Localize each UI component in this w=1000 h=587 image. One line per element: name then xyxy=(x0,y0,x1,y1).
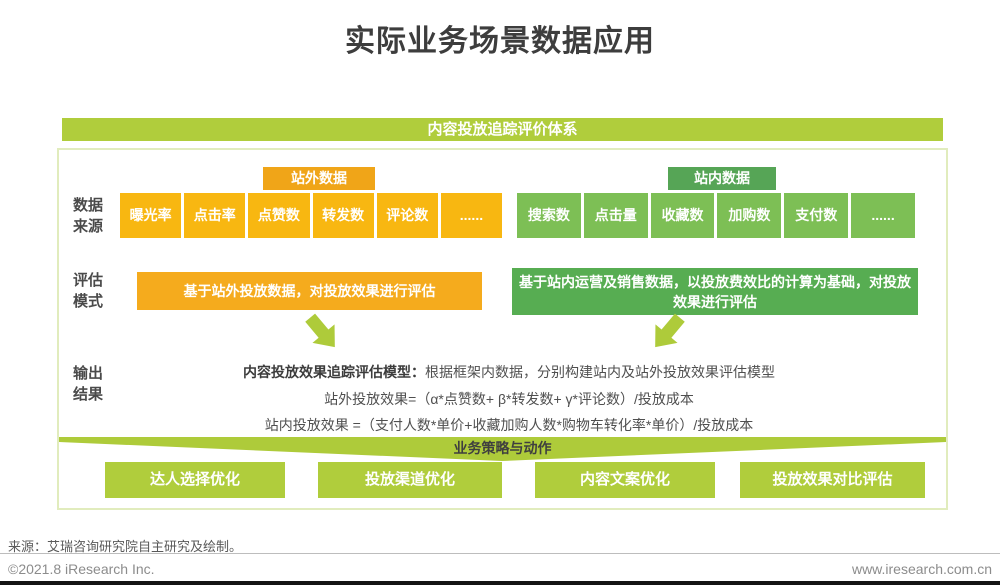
metric-box-cart-adds: 加购数 xyxy=(717,193,782,238)
footer-divider xyxy=(0,553,1000,554)
copyright-text: ©2021.8 iResearch Inc. xyxy=(8,561,155,577)
arrow-down-right-icon xyxy=(305,313,335,348)
metric-box-shares: 转发数 xyxy=(312,193,374,238)
metric-box-exposure: 曝光率 xyxy=(120,193,182,238)
metric-box-searches: 搜索数 xyxy=(517,193,581,238)
metric-box-ctr: 点击率 xyxy=(184,193,246,238)
metric-box-offsite-more: ...... xyxy=(440,193,503,238)
onsite-data-tag: 站内数据 xyxy=(668,167,776,190)
metric-box-onsite-more: ...... xyxy=(851,193,915,238)
row-label-output: 输出结果 xyxy=(73,365,104,403)
action-copy-optimization: 内容文案优化 xyxy=(535,462,715,498)
metric-box-favorites: 收藏数 xyxy=(650,193,715,238)
metric-box-clicks: 点击量 xyxy=(583,193,648,238)
source-note: 来源：艾瑞咨询研究院自主研究及绘制。 xyxy=(8,539,243,554)
offsite-evaluation-box: 基于站外投放数据，对投放效果进行评估 xyxy=(137,272,482,310)
offsite-metrics-row: 曝光率 点击率 点赞数 转发数 评论数 ...... xyxy=(120,193,503,238)
offsite-data-tag: 站外数据 xyxy=(263,167,375,190)
onsite-metrics-row: 搜索数 点击量 收藏数 加购数 支付数 ...... xyxy=(517,193,915,238)
framework-header: 内容投放追踪评价体系 xyxy=(62,118,943,141)
output-model-desc: 根据框架内数据，分别构建站内及站外投放效果评估模型 xyxy=(425,364,775,380)
metric-box-comments: 评论数 xyxy=(376,193,438,238)
row-label-data-source: 数据来源 xyxy=(73,197,104,235)
page-title: 实际业务场景数据应用 xyxy=(345,25,655,58)
action-channel-optimization: 投放渠道优化 xyxy=(318,462,502,498)
metric-box-likes: 点赞数 xyxy=(248,193,310,238)
website-url: www.iresearch.com.cn xyxy=(851,561,992,577)
metric-box-payments: 支付数 xyxy=(784,193,849,238)
bottom-bar xyxy=(0,581,1000,585)
banner-ribbon xyxy=(59,437,946,461)
arrow-down-left-icon xyxy=(655,313,685,348)
framework-panel: 内容投放追踪评价体系 数据来源 评估模式 输出结果 站外数据 站内数据 曝光率 … xyxy=(57,118,948,510)
banner-label: 业务策略与动作 xyxy=(453,440,552,456)
output-formula-onsite: 站内投放效果 =（支付人数*单价+收藏加购人数*购物车转化率*单价）/投放成本 xyxy=(264,417,754,433)
output-model-line: 内容投放效果追踪评估模型：根据框架内数据，分别构建站内及站外投放效果评估模型 xyxy=(119,362,899,382)
output-formula-offsite: 站外投放效果=（α*点赞数+ β*转发数+ γ*评论数）/投放成本 xyxy=(324,391,694,407)
action-talent-selection: 达人选择优化 xyxy=(105,462,285,498)
onsite-evaluation-box: 基于站内运营及销售数据，以投放费效比的计算为基础，对投放效果进行评估 xyxy=(512,268,918,315)
framework-frame: 数据来源 评估模式 输出结果 站外数据 站内数据 曝光率 点击率 点赞数 转发数… xyxy=(57,148,948,510)
row-label-evaluation: 评估模式 xyxy=(73,272,104,310)
output-model-title: 内容投放效果追踪评估模型： xyxy=(243,364,425,380)
action-effect-comparison: 投放效果对比评估 xyxy=(740,462,925,498)
